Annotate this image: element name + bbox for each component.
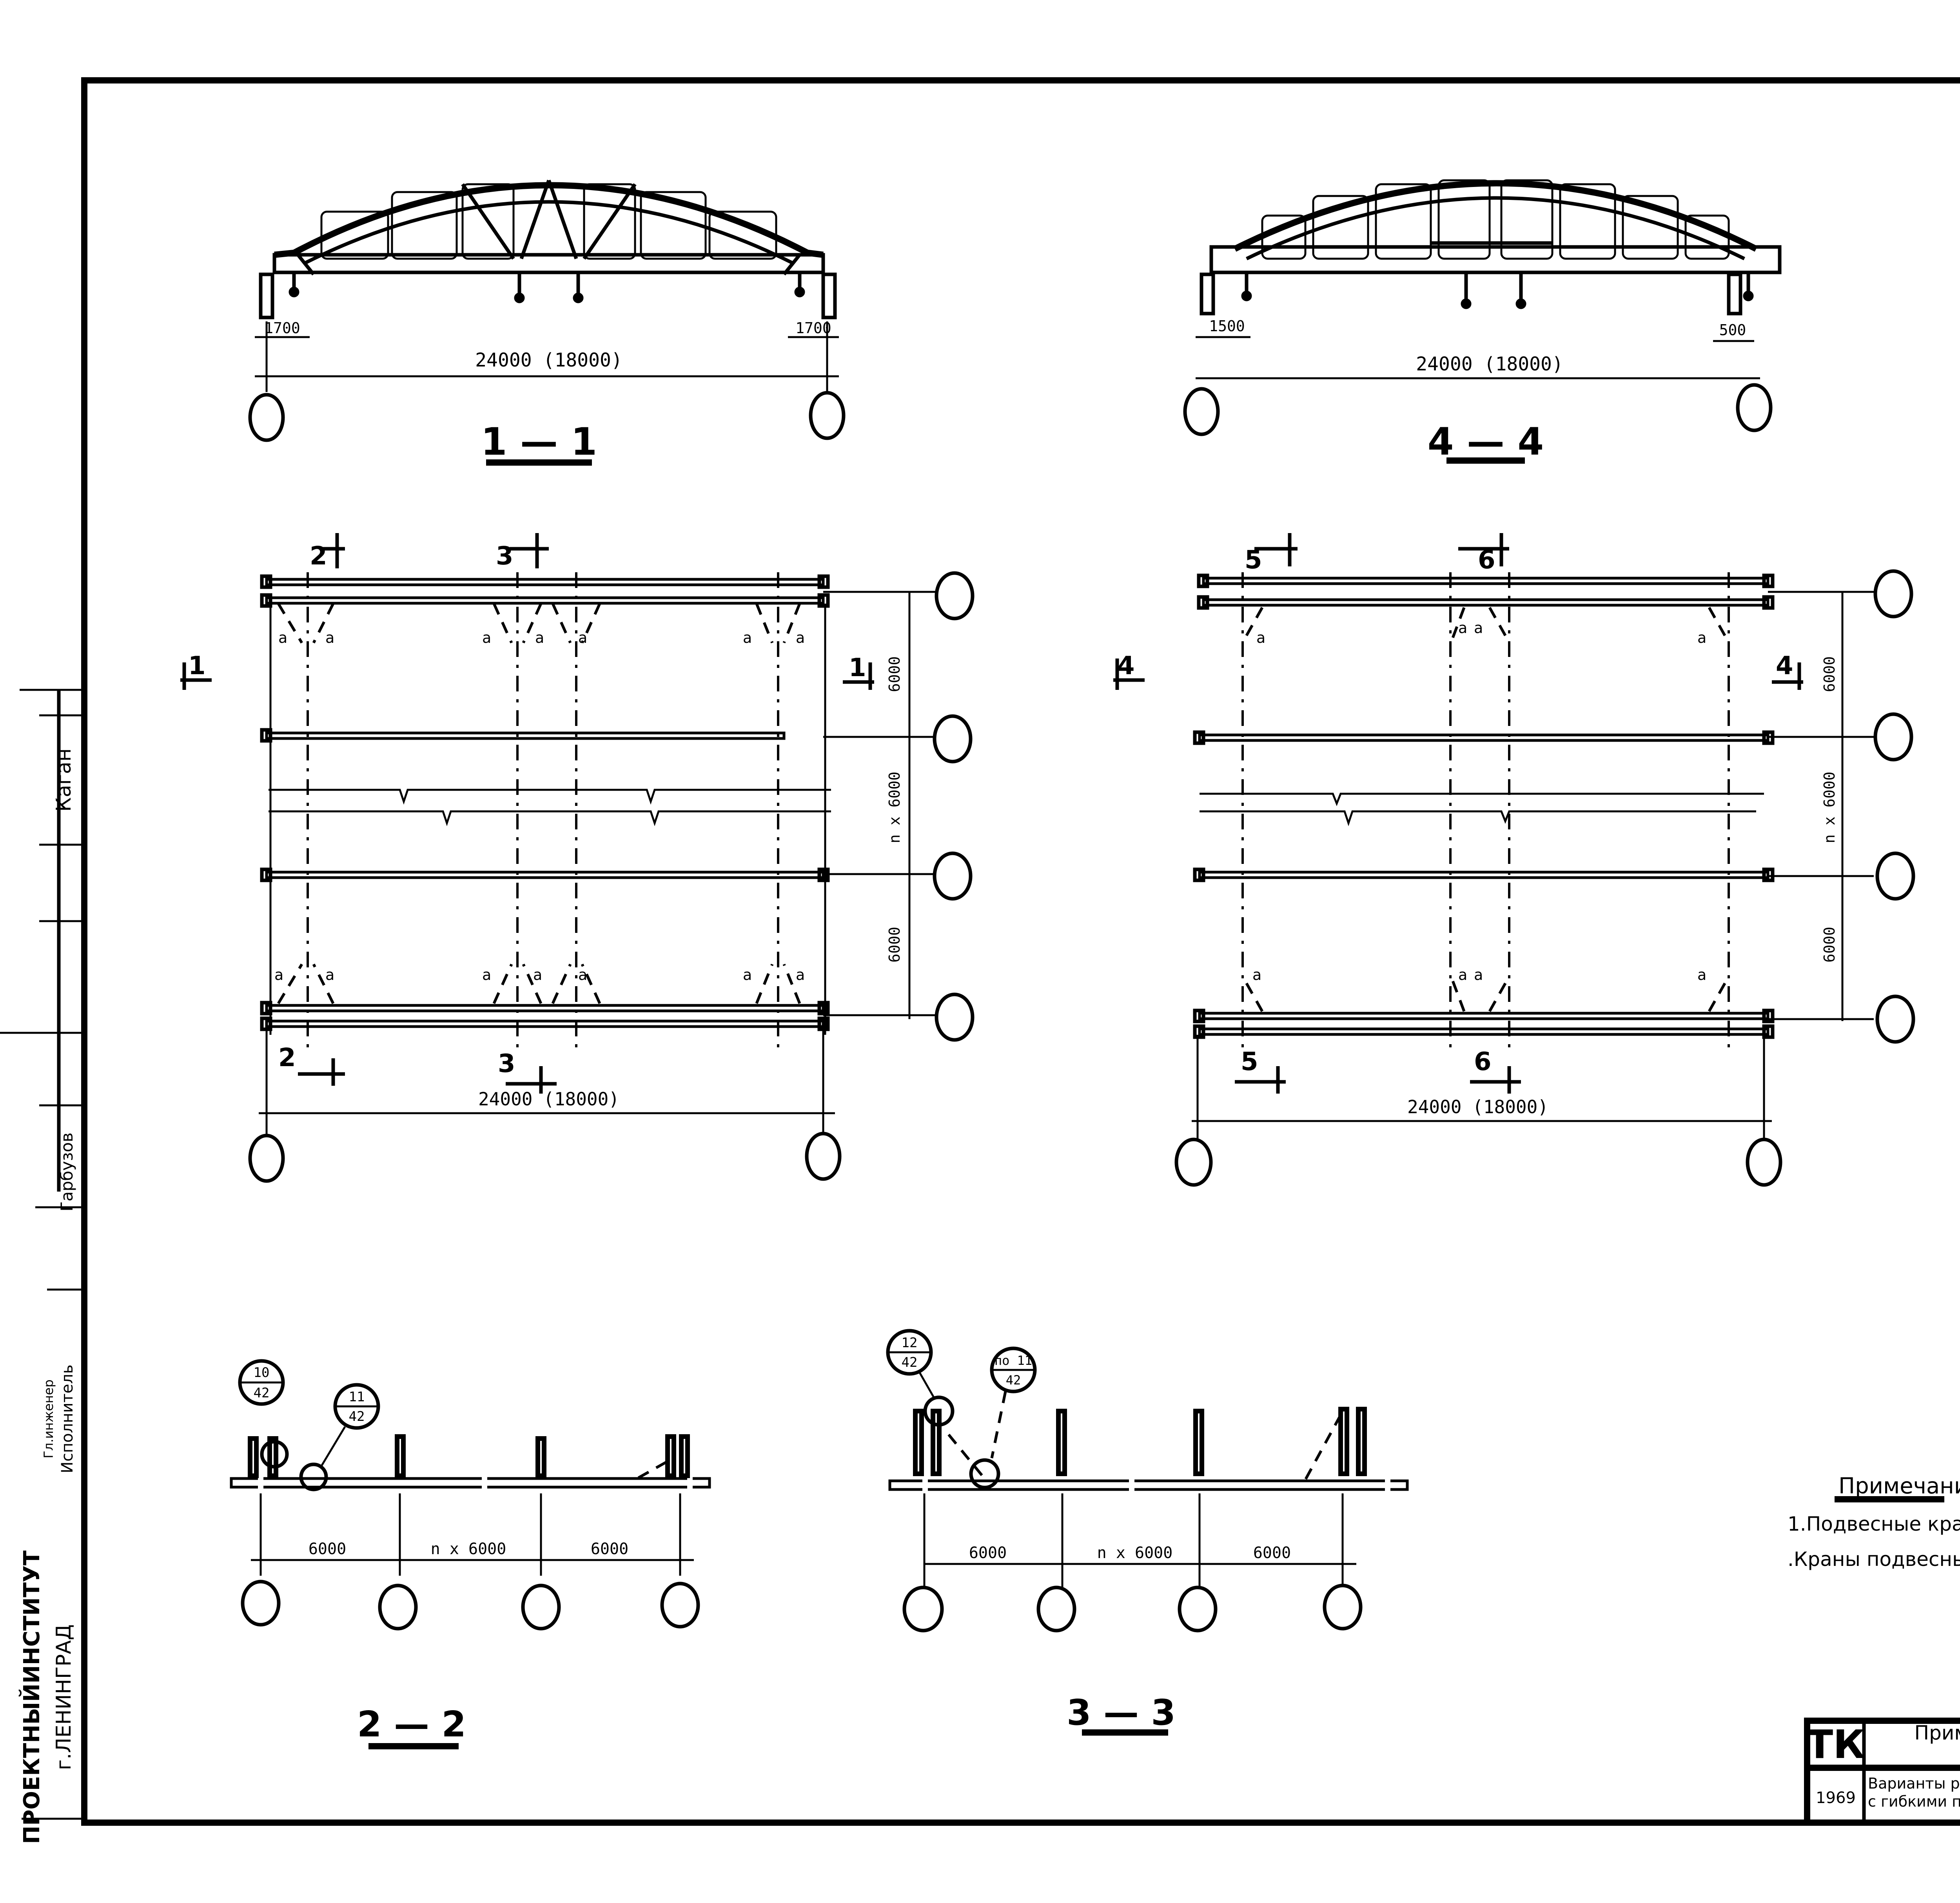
s22-dim-1: 6000 [309, 1540, 346, 1558]
title-block-title: Примеры решения элементов крепления путе… [1914, 1723, 1960, 1744]
s22-dim-3: 6000 [591, 1540, 628, 1558]
brace-mark: a [1474, 966, 1483, 983]
s11-left-offset: 1700 [264, 319, 300, 337]
plan-center: a a a a a a a a 5 6 5 6 4 4 [1113, 533, 1915, 1187]
brace-mark: a [325, 966, 334, 983]
s33-callout-a-bottom: 42 [902, 1355, 918, 1370]
plan-center-bay-dim-2: n x 6000 [1821, 771, 1838, 843]
brace-mark: a [1697, 629, 1706, 646]
left-stamp: Каган Гарбузов Исполнитель Гл.инженер ПР… [19, 689, 84, 1844]
brace-mark: a [1458, 619, 1467, 637]
stamp-city: г.ЛЕНИНГРАД [52, 1624, 76, 1770]
brace-mark: a [274, 966, 283, 983]
section-2-2: 10 42 11 42 6000 n x 6000 6000 2 — 2 [230, 1359, 711, 1749]
s33-callout-a-top: 12 [902, 1335, 918, 1351]
s44-left-offset: 1500 [1209, 317, 1245, 335]
s33-callout-b-top: по 11 [995, 1353, 1032, 1368]
brace-mark: a [796, 966, 805, 983]
title-block-year: 1969 [1816, 1789, 1856, 1807]
plan-left-bay-dim-1: 6000 [886, 656, 903, 692]
cut-mark-3-bottom: 3 [498, 1049, 515, 1078]
section-3-3: 12 42 по 11 42 6000 n x 6000 6000 3 — 3 [886, 1329, 1409, 1736]
plan-left-span: 24000 (18000) [478, 1088, 619, 1110]
cut-mark-5-bottom: 5 [1241, 1047, 1258, 1076]
cut-mark-2-bottom: 2 [278, 1043, 296, 1072]
brace-mark: a [325, 629, 334, 646]
brace-mark: a [482, 629, 491, 646]
cut-mark-3-top: 3 [496, 542, 514, 571]
brace-mark: a [1697, 966, 1706, 983]
brace-mark: a [482, 966, 491, 983]
title-block-code: ТК [1806, 1722, 1865, 1767]
stamp-name-2: Гарбузов [57, 1132, 76, 1212]
s22-callout-a-bottom: 42 [254, 1385, 270, 1401]
plan-center-bay-dim-1: 6000 [1821, 656, 1838, 692]
brace-mark: a [1458, 966, 1467, 983]
s33-label: 3 — 3 [1067, 1692, 1176, 1733]
title-block: ТК 1969 Примеры решения элементов крепле… [1804, 1718, 1960, 1826]
s22-dim-2: n x 6000 [431, 1540, 506, 1558]
notes-heading: Примечание [1838, 1473, 1960, 1499]
s22-label: 2 — 2 [357, 1704, 466, 1745]
brace-mark: a [1474, 619, 1483, 637]
title-block-subtitle: Варианты решения связей при креплении пу… [1868, 1775, 1960, 1810]
brace-mark: a [796, 629, 805, 646]
cut-mark-6-bottom: 6 [1474, 1047, 1492, 1076]
brace-mark: a [578, 629, 587, 646]
stamp-role-chief: Гл.инженер [41, 1379, 56, 1458]
sheet-frame [0, 77, 1960, 1826]
plan-left-bay-dim-3: 6000 [886, 927, 903, 963]
s22-callout-b-bottom: 42 [349, 1409, 365, 1424]
note-2: .Краны подвесные электрические однобалоч… [1788, 1548, 1960, 1571]
plan-center-span: 24000 (18000) [1407, 1096, 1548, 1117]
cut-mark-1-left: 1 [188, 651, 206, 680]
plan-center-bay-dim-3: 6000 [1821, 927, 1838, 963]
brace-mark: a [743, 966, 752, 983]
section-1-1: 1700 1700 24000 (18000) 1 — 1 [248, 180, 846, 466]
axis-bubble [1183, 387, 1220, 436]
section-4-4: 1500 500 24000 (18000) 4 — 4 [1183, 179, 1782, 464]
s11-span: 24000 (18000) [475, 349, 622, 371]
brace-mark: a [535, 629, 544, 646]
plan-left-bay-dim-2: n x 6000 [886, 771, 903, 843]
note-1: 1.Подвесные краны приняты по ГОСТ 7890-6… [1788, 1513, 1960, 1535]
s22-callout-b-top: 11 [349, 1389, 365, 1405]
s44-span: 24000 (18000) [1416, 353, 1563, 375]
s33-dim-1: 6000 [969, 1544, 1007, 1562]
notes: Примечание 1.Подвесные краны приняты по … [1788, 1473, 1960, 1571]
s44-label: 4 — 4 [1428, 420, 1544, 464]
brace-mark: a [578, 966, 587, 983]
cut-mark-4-left: 4 [1117, 651, 1135, 680]
stamp-role-executor: Исполнитель [58, 1364, 76, 1473]
cut-mark-4-right: 4 [1776, 651, 1793, 680]
axis-bubble [1736, 383, 1773, 432]
s44-right-offset: 500 [1719, 321, 1746, 339]
s22-callout-a-top: 10 [254, 1365, 270, 1381]
s11-label: 1 — 1 [481, 420, 597, 464]
brace-mark: a [743, 629, 752, 646]
s11-right-offset: 1700 [795, 319, 831, 337]
brace-mark: a [278, 629, 287, 646]
brace-mark: a [533, 966, 542, 983]
cut-mark-2-top: 2 [310, 542, 327, 571]
axis-bubble [809, 391, 846, 440]
crane-rail [265, 578, 825, 586]
brace-mark: a [1256, 629, 1265, 646]
stamp-name-1: Каган [52, 748, 76, 812]
stamp-institute: ПРОЕКТНЫЙИНСТИТУТ [19, 1551, 45, 1844]
s33-callout-b-bottom: 42 [1006, 1373, 1021, 1388]
s33-dim-2: n x 6000 [1097, 1544, 1173, 1562]
axis-bubble [248, 393, 285, 442]
s33-dim-3: 6000 [1253, 1544, 1291, 1562]
plan-left: a a a a a a a a a a a a a a 2 3 2 3 1 1 [180, 533, 975, 1183]
brace-mark: a [1252, 966, 1261, 983]
cut-mark-1-right: 1 [849, 653, 866, 682]
